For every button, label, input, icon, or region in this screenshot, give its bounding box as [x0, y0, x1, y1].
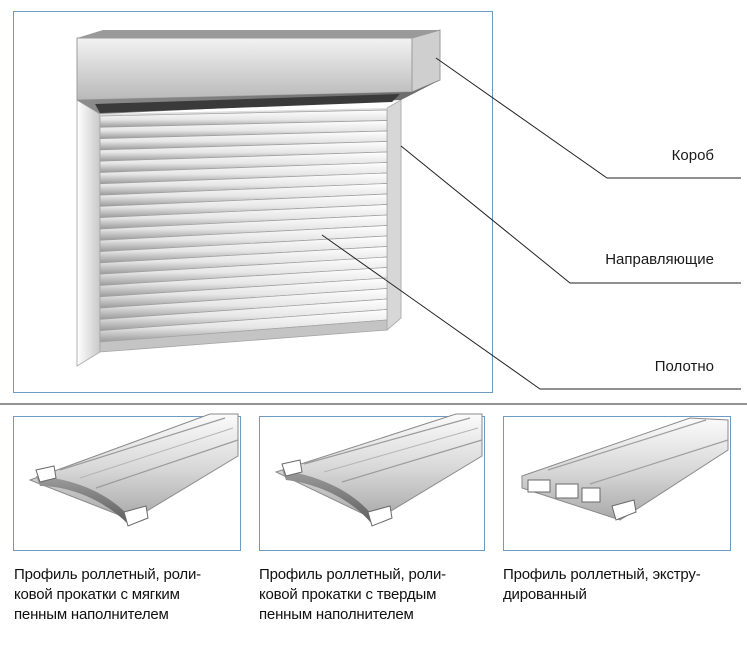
right-guide-rail: [387, 100, 401, 330]
callout-label-curtain: Полотно: [655, 358, 714, 375]
profile-extruded-drawing: [522, 418, 728, 520]
caption-profile-soft-foam: Профиль роллетный, роли- ковой прокатки …: [14, 565, 244, 625]
caption-line: пенным наполнителем: [259, 605, 489, 625]
box-side: [412, 30, 440, 92]
box-top: [77, 30, 440, 38]
profile-hard-foam-drawing: [276, 414, 482, 526]
callout-label-box: Короб: [672, 147, 714, 164]
caption-profile-extruded: Профиль роллетный, экстру- дированный: [503, 565, 738, 605]
caption-line: ковой прокатки с мягким: [14, 585, 244, 605]
caption-line: дированный: [503, 585, 738, 605]
roller-shutter-drawing: [77, 30, 440, 366]
left-guide-rail: [77, 100, 100, 366]
callout-label-guides: Направляющие: [605, 251, 714, 268]
caption-profile-hard-foam: Профиль роллетный, роли- ковой прокатки …: [259, 565, 489, 625]
caption-line: Профиль роллетный, роли-: [259, 565, 489, 585]
caption-line: ковой прокатки с твердым: [259, 585, 489, 605]
caption-line: Профиль роллетный, экстру-: [503, 565, 738, 585]
caption-line: Профиль роллетный, роли-: [14, 565, 244, 585]
caption-line: пенным наполнителем: [14, 605, 244, 625]
curtain-slats: [100, 110, 387, 342]
profile-soft-foam-drawing: [30, 414, 238, 526]
box-front: [77, 38, 412, 100]
